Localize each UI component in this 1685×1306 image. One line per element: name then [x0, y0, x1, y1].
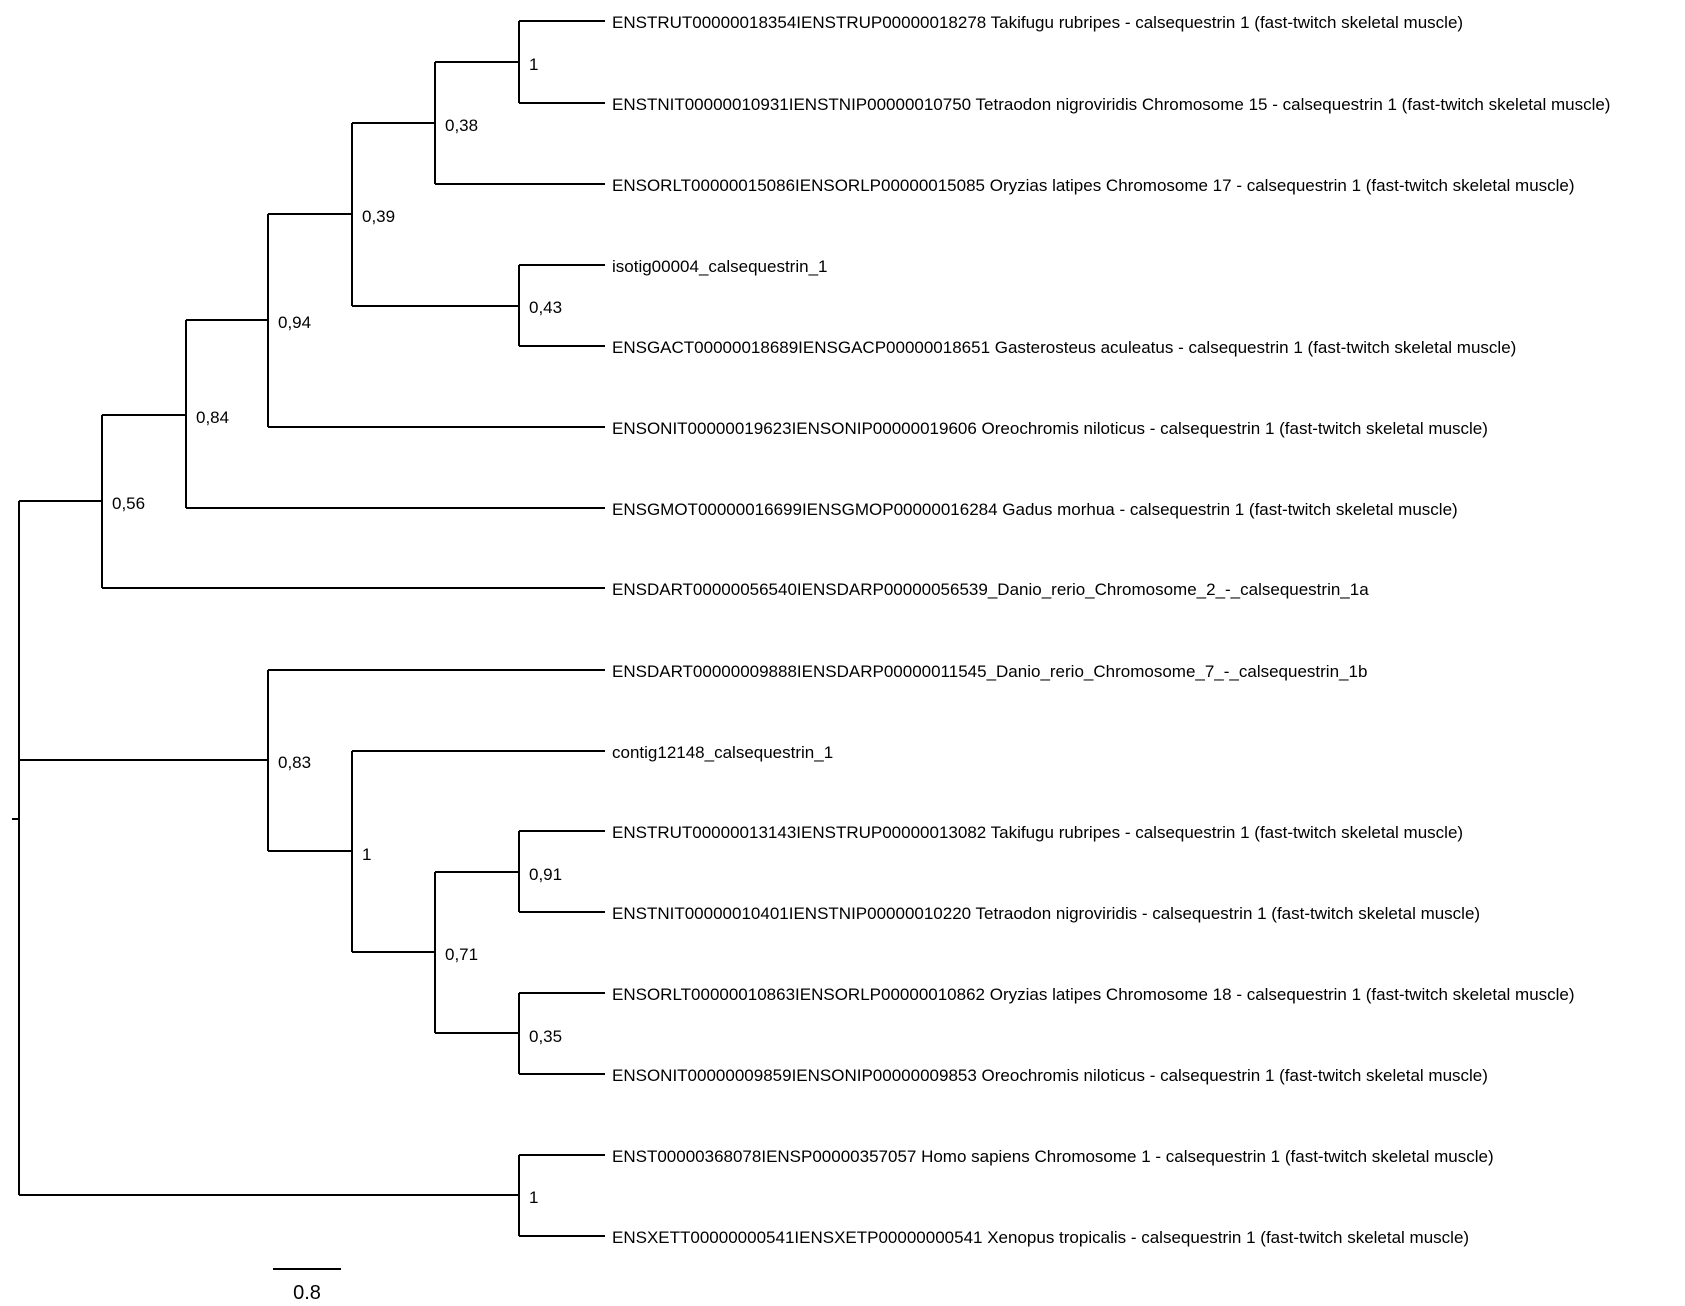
leaf-label-xenopus: ENSXETT00000000541IENSXETP00000000541 Xe… — [612, 1228, 1469, 1247]
support-label-danio1a-group: 0,56 — [112, 494, 145, 513]
leaf-label-danio-1b: ENSDART00000009888IENSDARP00000011545_Da… — [612, 662, 1367, 681]
support-label-gadus-group: 0,84 — [196, 408, 229, 427]
leaf-label-takifugu-18354: ENSTRUT00000018354IENSTRUP00000018278 Ta… — [612, 13, 1463, 32]
leaf-label-tetraodon-10931: ENSTNIT00000010931IENSTNIP00000010750 Te… — [612, 95, 1610, 114]
leaf-label-gasterosteus: ENSGACT00000018689IENSGACP00000018651 Ga… — [612, 338, 1516, 357]
leaf-label-takifugu-13143: ENSTRUT00000013143IENSTRUP00000013082 Ta… — [612, 823, 1463, 842]
leaf-label-tetraodon-10401: ENSTNIT00000010401IENSTNIP00000010220 Te… — [612, 904, 1480, 923]
support-label-isotig-gasterosteus: 0,43 — [529, 298, 562, 317]
support-label-oreochromis-group: 0,94 — [278, 313, 311, 332]
support-label-lower-clade: 0,83 — [278, 753, 311, 772]
support-label-oryzias17-group: 0,38 — [445, 116, 478, 135]
leaf-label-isotig: isotig00004_calsequestrin_1 — [612, 257, 828, 276]
support-label-takifugu-tetraodon-1: 1 — [529, 55, 538, 74]
leaf-label-homo-sapiens: ENST00000368078IENSP00000357057 Homo sap… — [612, 1147, 1494, 1166]
support-label-lower-inner: 0,71 — [445, 945, 478, 964]
leaf-label-oreochromis-19623: ENSONIT00000019623IENSONIP00000019606 Or… — [612, 419, 1488, 438]
support-label-oryzias18-oreochromis: 0,35 — [529, 1027, 562, 1046]
support-label-takifugu-tetraodon-2: 0,91 — [529, 865, 562, 884]
leaf-label-contig: contig12148_calsequestrin_1 — [612, 743, 833, 762]
leaf-label-oreochromis-9859: ENSONIT00000009859IENSONIP00000009853 Or… — [612, 1066, 1488, 1085]
leaf-label-gadus: ENSGMOT00000016699IENSGMOP00000016284 Ga… — [612, 500, 1458, 519]
leaf-label-danio-1a: ENSDART00000056540IENSDARP00000056539_Da… — [612, 580, 1369, 599]
leaf-label-oryzias-18: ENSORLT00000010863IENSORLP00000010862 Or… — [612, 985, 1575, 1004]
support-label-outgroup: 1 — [529, 1188, 538, 1207]
support-label-contig-group: 1 — [362, 845, 371, 864]
support-label-upper-group: 0,39 — [362, 207, 395, 226]
scale-bar-label: 0.8 — [293, 1282, 321, 1304]
leaf-label-oryzias-17: ENSORLT00000015086IENSORLP00000015085 Or… — [612, 176, 1575, 195]
